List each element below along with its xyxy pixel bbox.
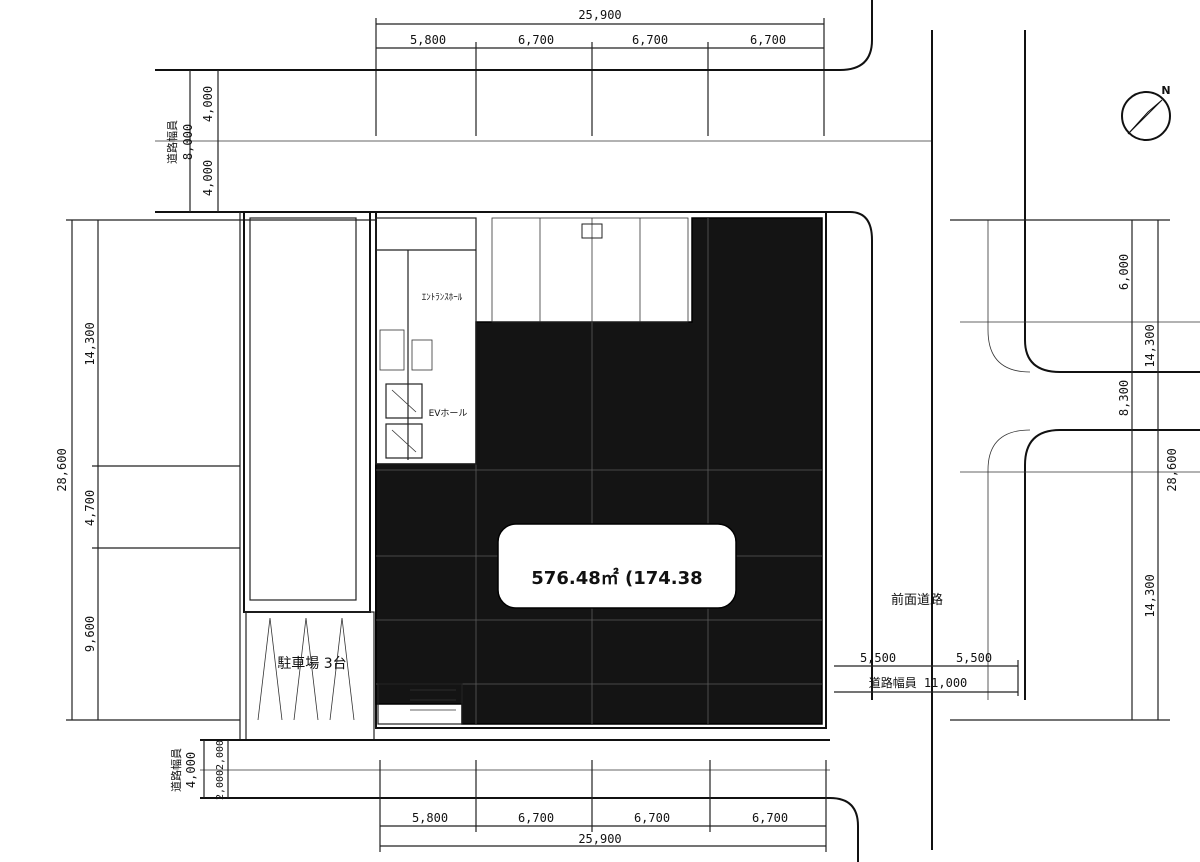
right-sub-dim: 6,000 <box>1117 254 1131 290</box>
road-top-half: 4,000 <box>201 160 215 196</box>
road-top-width: 8,000 <box>181 124 195 160</box>
area-callout: 576.48㎡ (174.38 <box>497 523 737 609</box>
right-total-dim: 28,600 <box>1165 448 1179 491</box>
road-right-half: 5,500 <box>860 651 896 665</box>
left-parcels: 28,600 14,300 4,700 9,600 <box>55 212 376 740</box>
road-bottom-width: 4,000 <box>184 752 198 788</box>
bottom-total-dim: 25,900 <box>578 832 621 846</box>
north-arrow-icon: N <box>1121 84 1171 141</box>
bottom-bay-dim: 6,700 <box>518 811 554 825</box>
left-segment-dim: 9,600 <box>83 616 97 652</box>
compass-label: N <box>1161 84 1170 97</box>
upper-open-area <box>491 217 689 323</box>
left-segment-dim: 4,700 <box>83 490 97 526</box>
road-bottom-half: 2,000 <box>215 740 226 770</box>
parking-area: 駐車場 3台 <box>245 611 375 741</box>
core-area: ｴﾝﾄﾗﾝｽﾎｰﾙ EVホール <box>375 217 477 725</box>
road-right-label: 道路幅員 11,000 <box>869 675 968 690</box>
top-total-dim: 25,900 <box>578 8 621 22</box>
bottom-bay-dim: 5,800 <box>412 811 448 825</box>
right-upper-dim: 14,300 <box>1143 324 1157 367</box>
top-bay-dim: 6,700 <box>518 33 554 47</box>
bottom-dimension-chain: 5,800 6,700 6,700 6,700 25,900 <box>379 760 827 852</box>
bottom-road: 道路幅員 4,000 2,000 2,000 <box>169 739 859 862</box>
adjacent-building <box>243 211 371 613</box>
road-bottom-half: 2,000 <box>215 770 226 800</box>
parking-label: 駐車場 3台 <box>277 655 346 672</box>
right-road: 6,000 8,300 14,300 14,300 28,600 前面道路 5,… <box>834 30 1200 850</box>
room-entrance-label: ｴﾝﾄﾗﾝｽﾎｰﾙ <box>422 292 463 303</box>
road-top-label: 道路幅員 <box>165 120 179 164</box>
top-dimension-chain: 25,900 5,800 6,700 6,700 6,700 <box>375 8 825 136</box>
bottom-bay-dim: 6,700 <box>634 811 670 825</box>
left-segment-dim: 14,300 <box>83 322 97 365</box>
room-ev-label: EVホール <box>429 408 468 419</box>
top-bay-dim: 6,700 <box>750 33 786 47</box>
area-label: 576.48㎡ (174.38 <box>531 567 702 589</box>
right-lower-dim: 14,300 <box>1143 574 1157 617</box>
road-bottom-label: 道路幅員 <box>169 748 183 792</box>
left-total-dim: 28,600 <box>55 448 69 491</box>
road-right-half: 5,500 <box>956 651 992 665</box>
road-top-half: 4,000 <box>201 86 215 122</box>
front-road-label: 前面道路 <box>891 592 943 608</box>
top-bay-dim: 5,800 <box>410 33 446 47</box>
top-bay-dim: 6,700 <box>632 33 668 47</box>
right-sub-dim: 8,300 <box>1117 380 1131 416</box>
bottom-bay-dim: 6,700 <box>752 811 788 825</box>
